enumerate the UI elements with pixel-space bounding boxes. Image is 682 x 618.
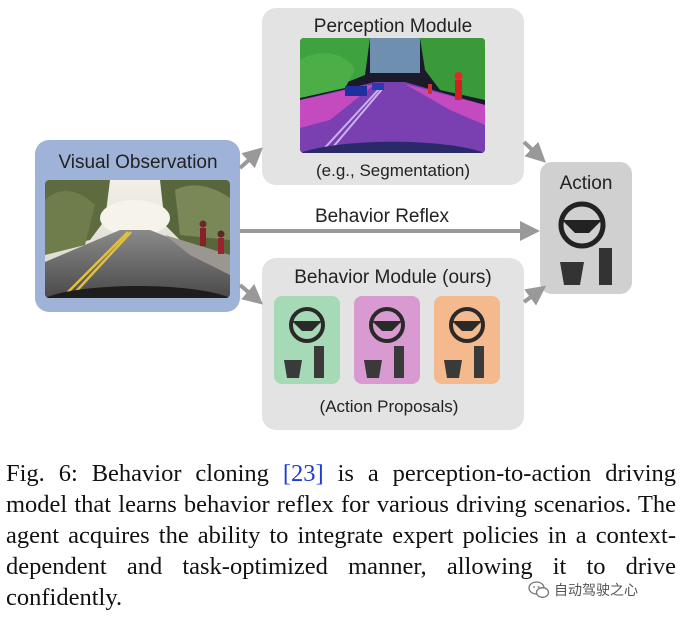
behavior-module-box: Behavior Module (ours) — [262, 258, 524, 430]
steering-wheel-icon — [369, 307, 405, 343]
arrow-observation-to-perception — [238, 147, 263, 170]
steering-wheel-icon — [289, 307, 325, 343]
arrow-observation-to-behavior — [238, 283, 264, 305]
action-label: Action — [560, 173, 613, 194]
action-proposal-pink — [354, 296, 420, 384]
segmentation-image — [300, 38, 485, 153]
wechat-logo-icon — [528, 581, 550, 598]
caption-prefix: Fig. 6: Behavior cloning — [6, 460, 283, 487]
action-proposal-green — [274, 296, 340, 384]
arrow-perception-to-action — [522, 140, 546, 163]
perception-module-label: Perception Module — [314, 16, 472, 37]
behavior-cloning-diagram: Visual Observation — [35, 8, 632, 430]
camera-image — [45, 180, 230, 298]
perception-module-box: Perception Module — [262, 8, 524, 185]
behavior-module-label: Behavior Module (ours) — [294, 267, 491, 288]
flow-arrows — [238, 140, 547, 306]
pedal-icon — [364, 360, 382, 378]
throttle-bar-icon — [394, 346, 404, 378]
throttle-bar-icon — [314, 346, 324, 378]
pedal-icon — [560, 262, 584, 285]
visual-observation-box: Visual Observation — [35, 140, 240, 312]
action-proposals-label: (Action Proposals) — [320, 397, 459, 416]
pedal-icon — [444, 360, 462, 378]
perception-example-label: (e.g., Segmentation) — [316, 161, 470, 180]
steering-wheel-icon — [558, 201, 606, 249]
steering-wheel-icon — [449, 307, 485, 343]
caption-citation-link[interactable]: [23] — [282, 460, 324, 487]
caption-body: is a perception-to-action driving model … — [6, 460, 676, 611]
action-box: Action — [540, 162, 632, 294]
throttle-bar-icon — [599, 248, 612, 285]
throttle-bar-icon — [474, 346, 484, 378]
arrow-behavior-to-action — [522, 285, 547, 306]
figure-caption: Fig. 6: Behavior cloning [23] is a perce… — [6, 458, 676, 613]
watermark-text: 自动驾驶之心 — [554, 583, 638, 599]
visual-observation-label: Visual Observation — [58, 152, 217, 173]
watermark: 自动驾驶之心 — [528, 577, 678, 603]
action-proposal-orange — [434, 296, 500, 384]
behavior-reflex-label: Behavior Reflex — [315, 206, 450, 227]
pedal-icon — [284, 360, 302, 378]
